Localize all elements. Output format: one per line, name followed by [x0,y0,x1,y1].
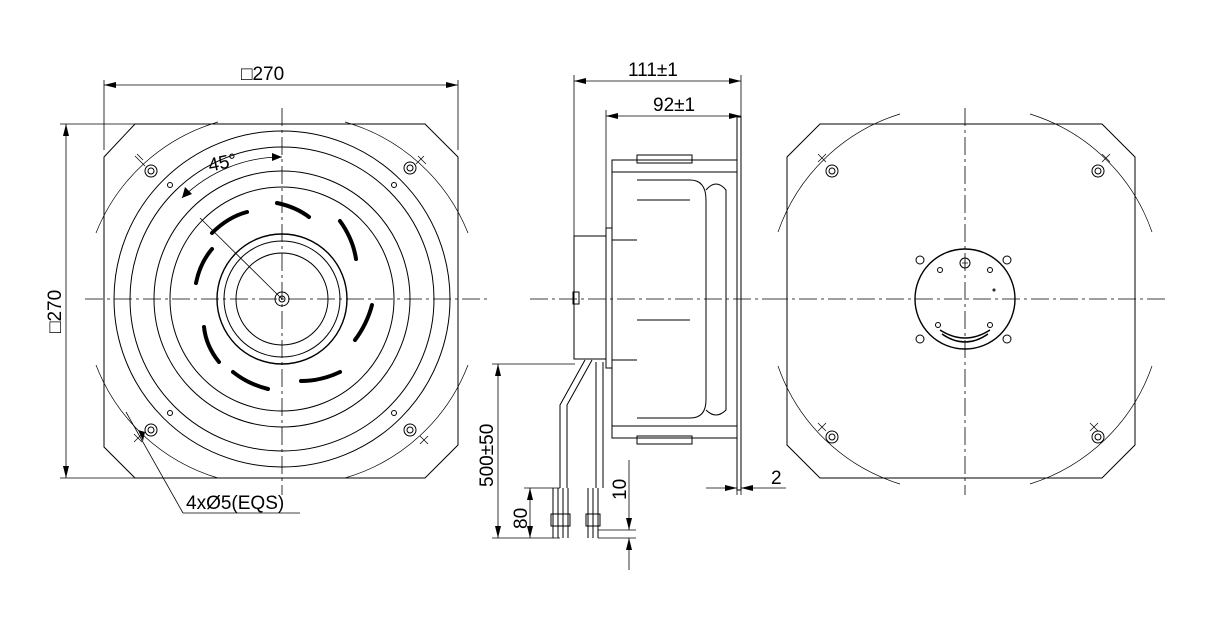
screw-hole [1002,255,1012,265]
small-hole [987,267,993,273]
inlet-ring-outer [113,130,451,468]
arrow [626,538,632,550]
front-outer-arc [344,364,469,479]
screw-hole [1002,334,1012,344]
arrow [527,488,533,500]
rear-outer-arc [1029,113,1153,233]
angle-leader [199,217,283,300]
rear-view [770,108,1165,495]
front-height-label: □270 [45,290,66,333]
connector [572,291,580,305]
arrow [63,466,69,478]
small-hole [391,182,397,188]
ground-symbol [959,257,971,269]
motor-flange [605,227,613,369]
lead-cable [559,359,586,488]
small-hole [987,322,993,328]
arrow [495,364,501,376]
arrow [606,113,618,119]
rear-outer-arc [777,113,901,233]
arrow [729,113,741,119]
arrow [138,430,145,441]
hole-label: 4xØ5(EQS) [186,493,284,514]
overall-depth-label: 111±1 [628,60,678,81]
mounting-hole [1091,153,1111,178]
hole-leader [125,411,184,514]
shaft-outer [274,291,290,307]
small-hole [167,410,173,416]
label-strip [939,329,991,339]
rear-housing-outline [786,123,1136,479]
rear-outer-arc [1029,365,1153,485]
screw-hole [915,334,925,344]
angle-dimension-arc [181,156,283,199]
front-housing-outline [103,123,459,479]
motor-backplate [914,248,1016,350]
mounting-hole [403,423,429,445]
label-strip [941,333,989,343]
arrow [574,78,586,84]
impeller-ring [169,186,395,412]
angle-label: 45° [206,150,238,177]
lead-length-label: 500±50 [477,424,498,487]
impeller-lip [636,154,693,164]
arrow [626,518,632,530]
small-hole [167,182,173,188]
lead-cable [566,359,593,488]
marker-dot [992,288,996,292]
motor-hub-outer [216,233,348,365]
arrow [446,82,458,88]
front-view: 45° □270 □270 4xØ5(EQS) [45,64,490,514]
inlet-ring [129,146,435,452]
mounting-hole [817,422,839,444]
motor-hub [223,240,341,358]
arrow [527,526,533,538]
arrow [741,485,753,491]
strip-length-label: 80 [511,508,532,529]
front-outer-arc [95,364,219,479]
impeller-lip [636,435,693,445]
wire-ends [550,488,601,538]
screw-hole [915,255,925,265]
small-hole [935,322,941,328]
impeller-outer [153,170,411,428]
end-strip-label: 10 [610,479,631,500]
small-hole [391,410,397,416]
motor-rotor [235,252,329,346]
mounting-hole [817,153,839,178]
inlet-ring-side [705,183,727,416]
impeller-blades [194,201,374,391]
shaft [278,295,286,303]
small-hole [937,267,943,273]
flange-label: 2 [771,468,782,489]
arrow [729,78,741,84]
arrow [104,82,116,88]
mounting-plate [736,116,742,491]
arrow [182,187,192,198]
arrow [272,153,282,161]
arrow [63,124,69,136]
front-width-label: □270 [241,64,284,85]
rear-outer-arc [777,365,901,485]
mounting-hole [1089,422,1105,444]
arrow [725,485,737,491]
arrow [495,526,501,538]
body-depth-label: 92±1 [653,95,695,116]
front-outer-arc [344,121,469,234]
front-outer-arc [95,121,219,234]
inlet-ring-side [637,179,707,419]
mounting-hole [134,153,158,178]
mounting-hole [403,155,427,175]
side-view: 111±1 92±1 500±50 80 10 2 [477,60,786,570]
impeller-body [611,159,738,439]
